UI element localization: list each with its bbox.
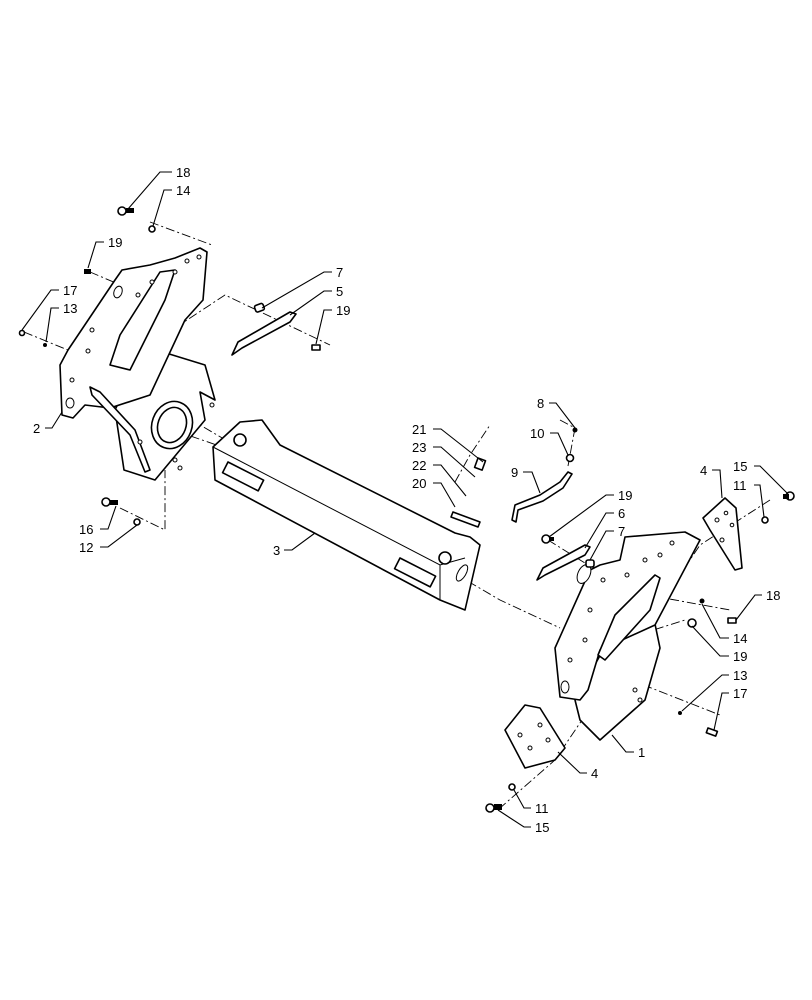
callout-17-left: 17 [63, 283, 78, 298]
callout-22: 22 [412, 458, 427, 473]
cross-member [212, 419, 481, 611]
callout-5-link: 5 [336, 284, 344, 299]
left-side-plate [59, 247, 216, 481]
callout-2-left-plate: 2 [33, 421, 41, 436]
callout-17-right: 17 [733, 686, 748, 701]
callout-13-right: 13 [733, 668, 748, 683]
callout-13-left: 13 [63, 301, 78, 316]
callout-11-upper-right: 11 [733, 478, 747, 493]
callout-1-right-plate: 1 [638, 745, 646, 760]
callout-12: 12 [79, 540, 94, 555]
callout-19-right: 19 [733, 649, 748, 664]
tube-9 [511, 427, 578, 523]
leader-lines [21, 171, 789, 828]
right-side-plate [554, 531, 701, 741]
callout-18-right: 18 [766, 588, 781, 603]
callout-7-lower: 7 [618, 524, 626, 539]
callout-3-cross-member: 3 [273, 543, 281, 558]
bracket-lower [504, 704, 566, 769]
callout-9-tube: 9 [511, 465, 519, 480]
callout-8: 8 [537, 396, 545, 411]
bracket-upper [702, 497, 743, 571]
link-5 [231, 302, 297, 356]
callout-6-link: 6 [618, 506, 626, 521]
callout-15-upper-right: 15 [733, 459, 748, 474]
callout-4-lower-bracket: 4 [591, 766, 599, 781]
callout-19-mid-right: 19 [618, 488, 633, 503]
callout-7-upper: 7 [336, 265, 344, 280]
callout-23: 23 [412, 440, 427, 455]
callout-16: 16 [79, 522, 94, 537]
callout-14-right: 14 [733, 631, 748, 646]
callout-20: 20 [412, 476, 427, 491]
callout-21: 21 [412, 422, 427, 437]
fasteners [18, 206, 795, 813]
callout-18-upper-left: 18 [176, 165, 191, 180]
callout-4-upper-bracket: 4 [700, 463, 708, 478]
link-6 [536, 544, 595, 581]
callout-15-lower: 15 [535, 820, 550, 835]
callout-19-upper-mid: 19 [336, 303, 351, 318]
callout-19-upper-left: 19 [108, 235, 123, 250]
callout-10: 10 [530, 426, 545, 441]
callout-14-upper-left: 14 [176, 183, 191, 198]
callout-11-lower: 11 [535, 801, 549, 816]
pin-20 [450, 457, 487, 528]
